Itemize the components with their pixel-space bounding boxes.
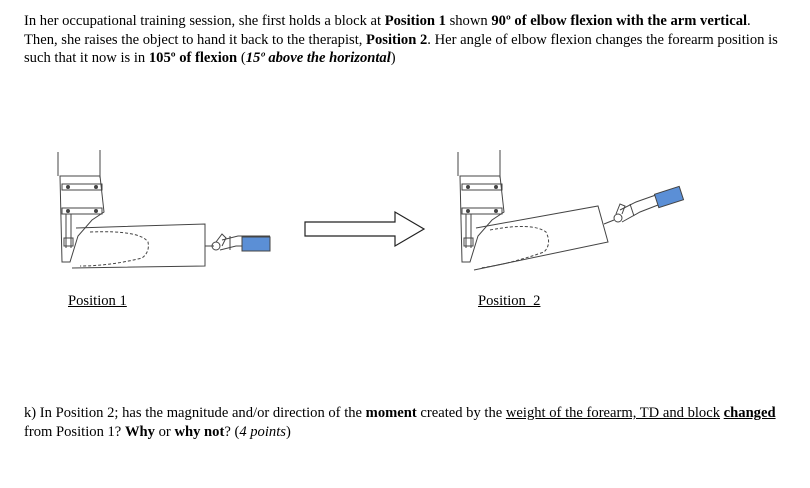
intro-flexion-90: 90º of elbow flexion with the arm vertic… (491, 13, 748, 29)
question-moment: moment (365, 405, 417, 421)
question-text: ? ( (224, 423, 240, 440)
question-why: Why (124, 423, 155, 440)
question-changed: changed (723, 405, 776, 421)
intro-flexion-105: 105º of flexion (148, 50, 238, 66)
question-text: created by the (416, 405, 506, 421)
position-1-block (241, 236, 271, 252)
intro-text: shown (445, 13, 492, 29)
transition-arrow-icon (304, 210, 426, 248)
question-text: or (154, 423, 175, 440)
question-text: k) In Position 2; has the magnitude and/… (24, 405, 366, 421)
question-k: k) In Position 2; has the magnitude and/… (24, 404, 786, 441)
intro-position-2: Position 2 (366, 31, 428, 48)
intro-text: ( (237, 50, 246, 66)
intro-above-horizontal: 15º above the horizontal (245, 50, 391, 66)
position-1-arm-illustration (57, 150, 270, 269)
intro-text: In her occupational training session, sh… (24, 13, 385, 29)
intro-position-1: Position 1 (384, 13, 446, 29)
position-2-block (653, 185, 685, 209)
intro-paragraph: In her occupational training session, sh… (24, 12, 786, 68)
question-points: 4 points (239, 423, 286, 440)
position-1-caption: Position 1 (68, 293, 127, 309)
question-why-not: why not (174, 423, 225, 440)
position-2-caption: Position 2 (478, 293, 541, 309)
position-2-arm-illustration (457, 150, 677, 271)
intro-text: ) (390, 50, 396, 66)
intro-text: . Her angle of elbow flexion changes the… (24, 31, 778, 67)
question-text: from Position 1? (24, 423, 125, 440)
question-text: ) (285, 423, 291, 440)
intro-text: . Then, she raises the object to hand it… (24, 13, 751, 48)
question-weight-forearm-td-block: weight of the forearm, TD and block (505, 405, 721, 421)
